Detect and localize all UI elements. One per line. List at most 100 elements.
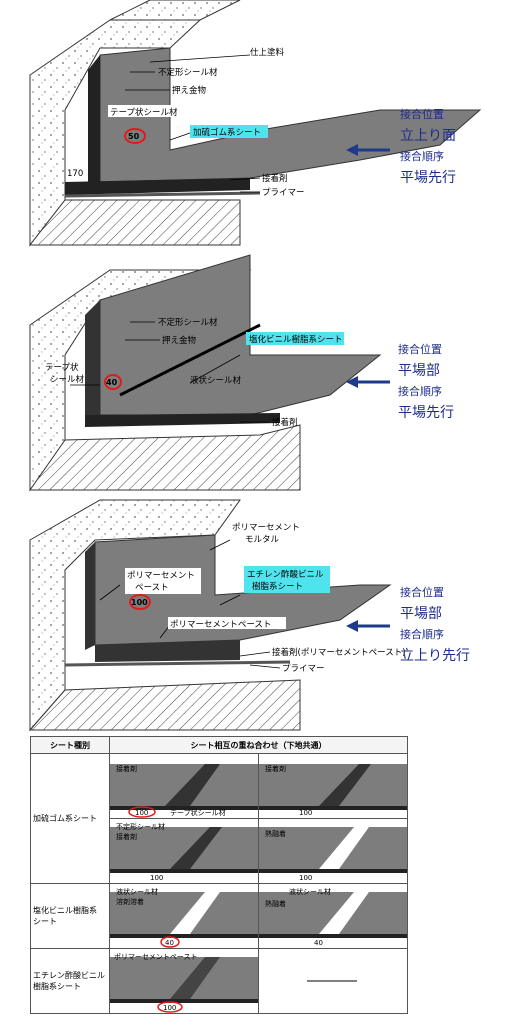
note-position-value: 立上り面 (400, 128, 456, 144)
diagram-eva: ポリマーセメント モルタル ポリマーセメント ペースト エチレン酢酸ビニル 樹脂… (28, 499, 470, 732)
table-header-sheet-type: シート種別 (30, 736, 110, 754)
label-adhesive: 接着剤 (262, 173, 288, 184)
svg-text:液状シール材: 液状シール材 (116, 887, 158, 896)
note-position-title: 接合位置 (400, 107, 444, 121)
label-amorphous-sealant: 不定形シール材 (158, 67, 218, 78)
svg-text:ポリマーセメントペースト: ポリマーセメントペースト (114, 953, 198, 961)
primer-layer (64, 660, 291, 667)
arrow-head-icon (346, 376, 358, 388)
label-primer: プライマー (262, 188, 305, 198)
svg-text:熱融着: 熱融着 (265, 829, 286, 838)
note-order-title: 接合順序 (400, 149, 444, 163)
svg-text:不定形シール材: 不定形シール材 (116, 822, 165, 831)
tape-sealant-strip (85, 300, 100, 420)
svg-text:40: 40 (165, 939, 174, 947)
svg-text:100: 100 (135, 809, 148, 817)
label-sheet-type: 塩化ビニル樹脂系シート (249, 334, 343, 345)
upright-height-dimension: 170 (67, 169, 83, 179)
table-cell: 液状シール材 溶剤溶着 40 (109, 883, 259, 949)
note-order-value: 立上り先行 (400, 648, 470, 664)
label-bg (108, 105, 190, 117)
row-label-eva: エチレン酢酸ビニル 樹脂系シート (30, 948, 110, 1014)
svg-text:溶剤溶着: 溶剤溶着 (116, 897, 144, 906)
sheet-label-highlight (190, 125, 268, 138)
label-amorphous-sealant: 不定形シール材 (158, 317, 218, 328)
label-bg (125, 568, 201, 594)
table-cell: 接着剤 テープ状シール材 100 (109, 753, 259, 819)
label-mortar-line2: モルタル (245, 535, 280, 545)
label-adhesive: 接着剤(ポリマーセメントペースト) (272, 647, 406, 658)
label-mortar-line1: ポリマーセメント (232, 523, 300, 533)
svg-text:100: 100 (299, 874, 312, 882)
arrow-head-icon (346, 144, 358, 156)
svg-text:接着剤: 接着剤 (265, 764, 286, 773)
label-bg (168, 617, 286, 629)
note-position-value: 平場部 (398, 363, 440, 379)
table-cell: ポリマーセメントペースト 100 (109, 948, 259, 1014)
svg-text:熱融着: 熱融着 (265, 899, 286, 908)
overlap-spec-table: シート種別 シート相互の重ね合わせ（下地共通） 加硫ゴム系シート 接着剤 テープ… (30, 736, 408, 1014)
table-header-overlap: シート相互の重ね合わせ（下地共通） (109, 736, 408, 754)
svg-text:テープ状シール材: テープ状シール材 (170, 808, 226, 817)
panel-vulcanized-rubber: 不定形シール材 仕上塗料 押え金物 テープ状シール材 加硫ゴム系シート 50 1… (0, 0, 516, 250)
svg-text:100: 100 (163, 1004, 176, 1012)
overlap-dimension: 40 (106, 378, 118, 387)
row-label-pvc: 塩化ビニル樹脂系 シート (30, 883, 110, 949)
row-label-vulcanized: 加硫ゴム系シート (30, 753, 110, 884)
note-order-value: 平場先行 (398, 405, 454, 421)
table-cell: 不定形シール材 接着剤 100 (109, 818, 259, 884)
overlap-dimension: 50 (128, 132, 140, 141)
label-tape-sealant-line2: シール材 (50, 374, 85, 385)
label-paste-line2: ペースト (135, 583, 169, 593)
paste-strip (85, 542, 95, 650)
overlap-circle (104, 374, 122, 390)
tape-sealant-strip (88, 55, 100, 188)
label-tape-sealant: テープ状シール材 (110, 107, 178, 118)
overlap-circle (124, 128, 146, 144)
svg-text:40: 40 (314, 939, 323, 947)
label-liquid-sealant: 液状シール材 (190, 375, 242, 386)
table-cell-empty (258, 948, 408, 1014)
primer-layer (64, 191, 261, 198)
label-paste-flat: ポリマーセメントペースト (170, 620, 271, 630)
svg-text:接着剤: 接着剤 (116, 764, 137, 773)
concrete-top (109, 0, 241, 21)
note-order-title: 接合順序 (400, 627, 444, 641)
table-cell: 熱融着 100 (258, 818, 408, 884)
label-tape-sealant-line1: テープ状 (45, 362, 79, 373)
note-order-value: 平場先行 (400, 170, 456, 186)
label-sheet-line1: エチレン酢酸ビニル (247, 569, 324, 580)
adhesive-layer (65, 178, 250, 195)
panel-pvc: 不定形シール材 押え金物 塩化ビニル樹脂系シート テープ状 シール材 液状シール… (0, 245, 516, 495)
note-position-title: 接合位置 (400, 585, 444, 599)
overlap-circle (128, 806, 156, 818)
label-adhesive: 接着剤 (272, 417, 298, 428)
concrete-slab (28, 679, 301, 731)
label-press-fitting: 押え金物 (172, 85, 207, 96)
label-sheet-type: 加硫ゴム系シート (193, 127, 261, 138)
adhesive-layer (85, 413, 280, 427)
overlap-circle (157, 1001, 183, 1013)
diagram-pvc: 不定形シール材 押え金物 塩化ビニル樹脂系シート テープ状 シール材 液状シール… (29, 254, 454, 492)
concrete-slab (28, 199, 241, 246)
table-cell: 液状シール材 熱融着 40 (258, 883, 408, 949)
sheet-label-highlight (244, 566, 330, 593)
sheet-label-highlight (246, 332, 344, 345)
note-position-title: 接合位置 (398, 342, 442, 356)
overlap-dimension: 100 (131, 598, 148, 607)
concrete-slab (29, 424, 301, 491)
svg-text:液状シール材: 液状シール材 (289, 887, 331, 896)
arrow-head-icon (346, 620, 358, 632)
label-press-fitting: 押え金物 (162, 335, 197, 346)
svg-text:100: 100 (299, 809, 312, 817)
note-position-value: 平場部 (400, 606, 442, 622)
svg-text:接着剤: 接着剤 (116, 832, 137, 841)
svg-text:100: 100 (150, 874, 163, 882)
note-order-title: 接合順序 (398, 384, 442, 398)
overlap-circle (160, 936, 180, 948)
label-finish-paint: 仕上塗料 (250, 47, 285, 58)
table-cell: 接着剤 100 (258, 753, 408, 819)
paste-flat-layer (95, 640, 240, 662)
liquid-sealant-seam (119, 323, 261, 397)
label-sheet-line2: 樹脂系シート (252, 581, 303, 592)
